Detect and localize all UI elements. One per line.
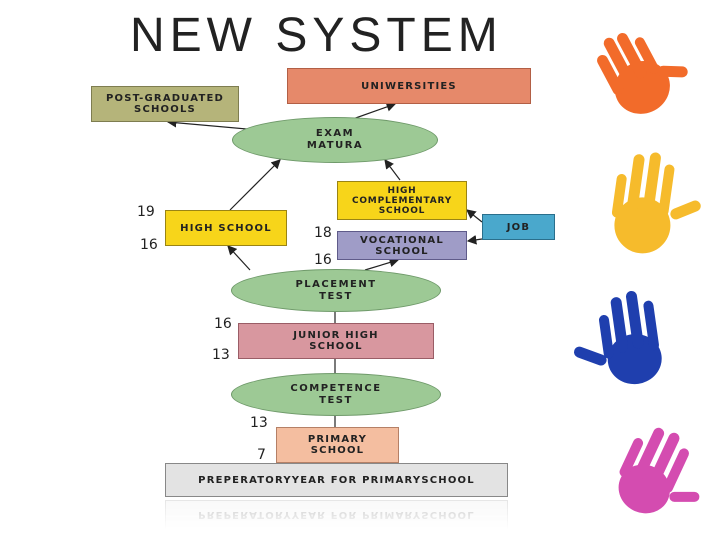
placement-test-ellipse: PLACEMENT TEST bbox=[231, 269, 441, 312]
yellow-handprint-icon bbox=[611, 152, 701, 254]
age-vocational-top: 18 bbox=[314, 225, 332, 241]
age-vocational-bottom: 16 bbox=[314, 252, 332, 268]
arrow-high-to-exam bbox=[229, 159, 281, 211]
age-primary-bottom: 7 bbox=[257, 447, 266, 463]
age-high-top: 19 bbox=[137, 204, 155, 220]
blue-handprint-icon bbox=[574, 290, 662, 385]
high-complementary-school-box: HIGH COMPLEMENTARY SCHOOL bbox=[337, 181, 467, 220]
arrow-job-to-complementary bbox=[466, 209, 483, 223]
postgrad-schools-box: POST-GRADUATED SCHOOLS bbox=[91, 86, 239, 122]
pink-handprint-icon bbox=[618, 427, 700, 514]
arrow-placement-to-high bbox=[227, 245, 251, 271]
competence-test-ellipse: COMPETENCE TEST bbox=[231, 373, 441, 416]
job-box: JOB bbox=[482, 214, 555, 240]
arrow-job-to-vocational bbox=[466, 235, 483, 245]
junior-high-school-box: JUNIOR HIGH SCHOOL bbox=[238, 323, 434, 359]
primary-school-box: PRIMARY SCHOOL bbox=[276, 427, 399, 463]
page-title: NEW SYSTEM bbox=[130, 9, 503, 62]
arrow-placement-to-vocational bbox=[364, 257, 400, 271]
vocational-school-box: VOCATIONAL SCHOOL bbox=[337, 231, 467, 260]
preparatory-year-reflection: PREPERATORYYEAR FOR PRIMARYSCHOOL bbox=[165, 500, 508, 530]
preparatory-year-box: PREPERATORYYEAR FOR PRIMARYSCHOOL bbox=[165, 463, 508, 497]
orange-handprint-icon bbox=[597, 32, 688, 114]
high-school-box: HIGH SCHOOL bbox=[165, 210, 287, 246]
age-high-bottom: 16 bbox=[140, 237, 158, 253]
arrow-complementary-to-exam bbox=[384, 159, 401, 181]
exam-matura-ellipse: EXAM MATURA bbox=[232, 117, 438, 163]
age-junior-top: 16 bbox=[214, 316, 232, 332]
age-junior-bottom: 13 bbox=[212, 347, 230, 363]
age-primary-top: 13 bbox=[250, 415, 268, 431]
universities-box: UNIWERSITIES bbox=[287, 68, 531, 104]
